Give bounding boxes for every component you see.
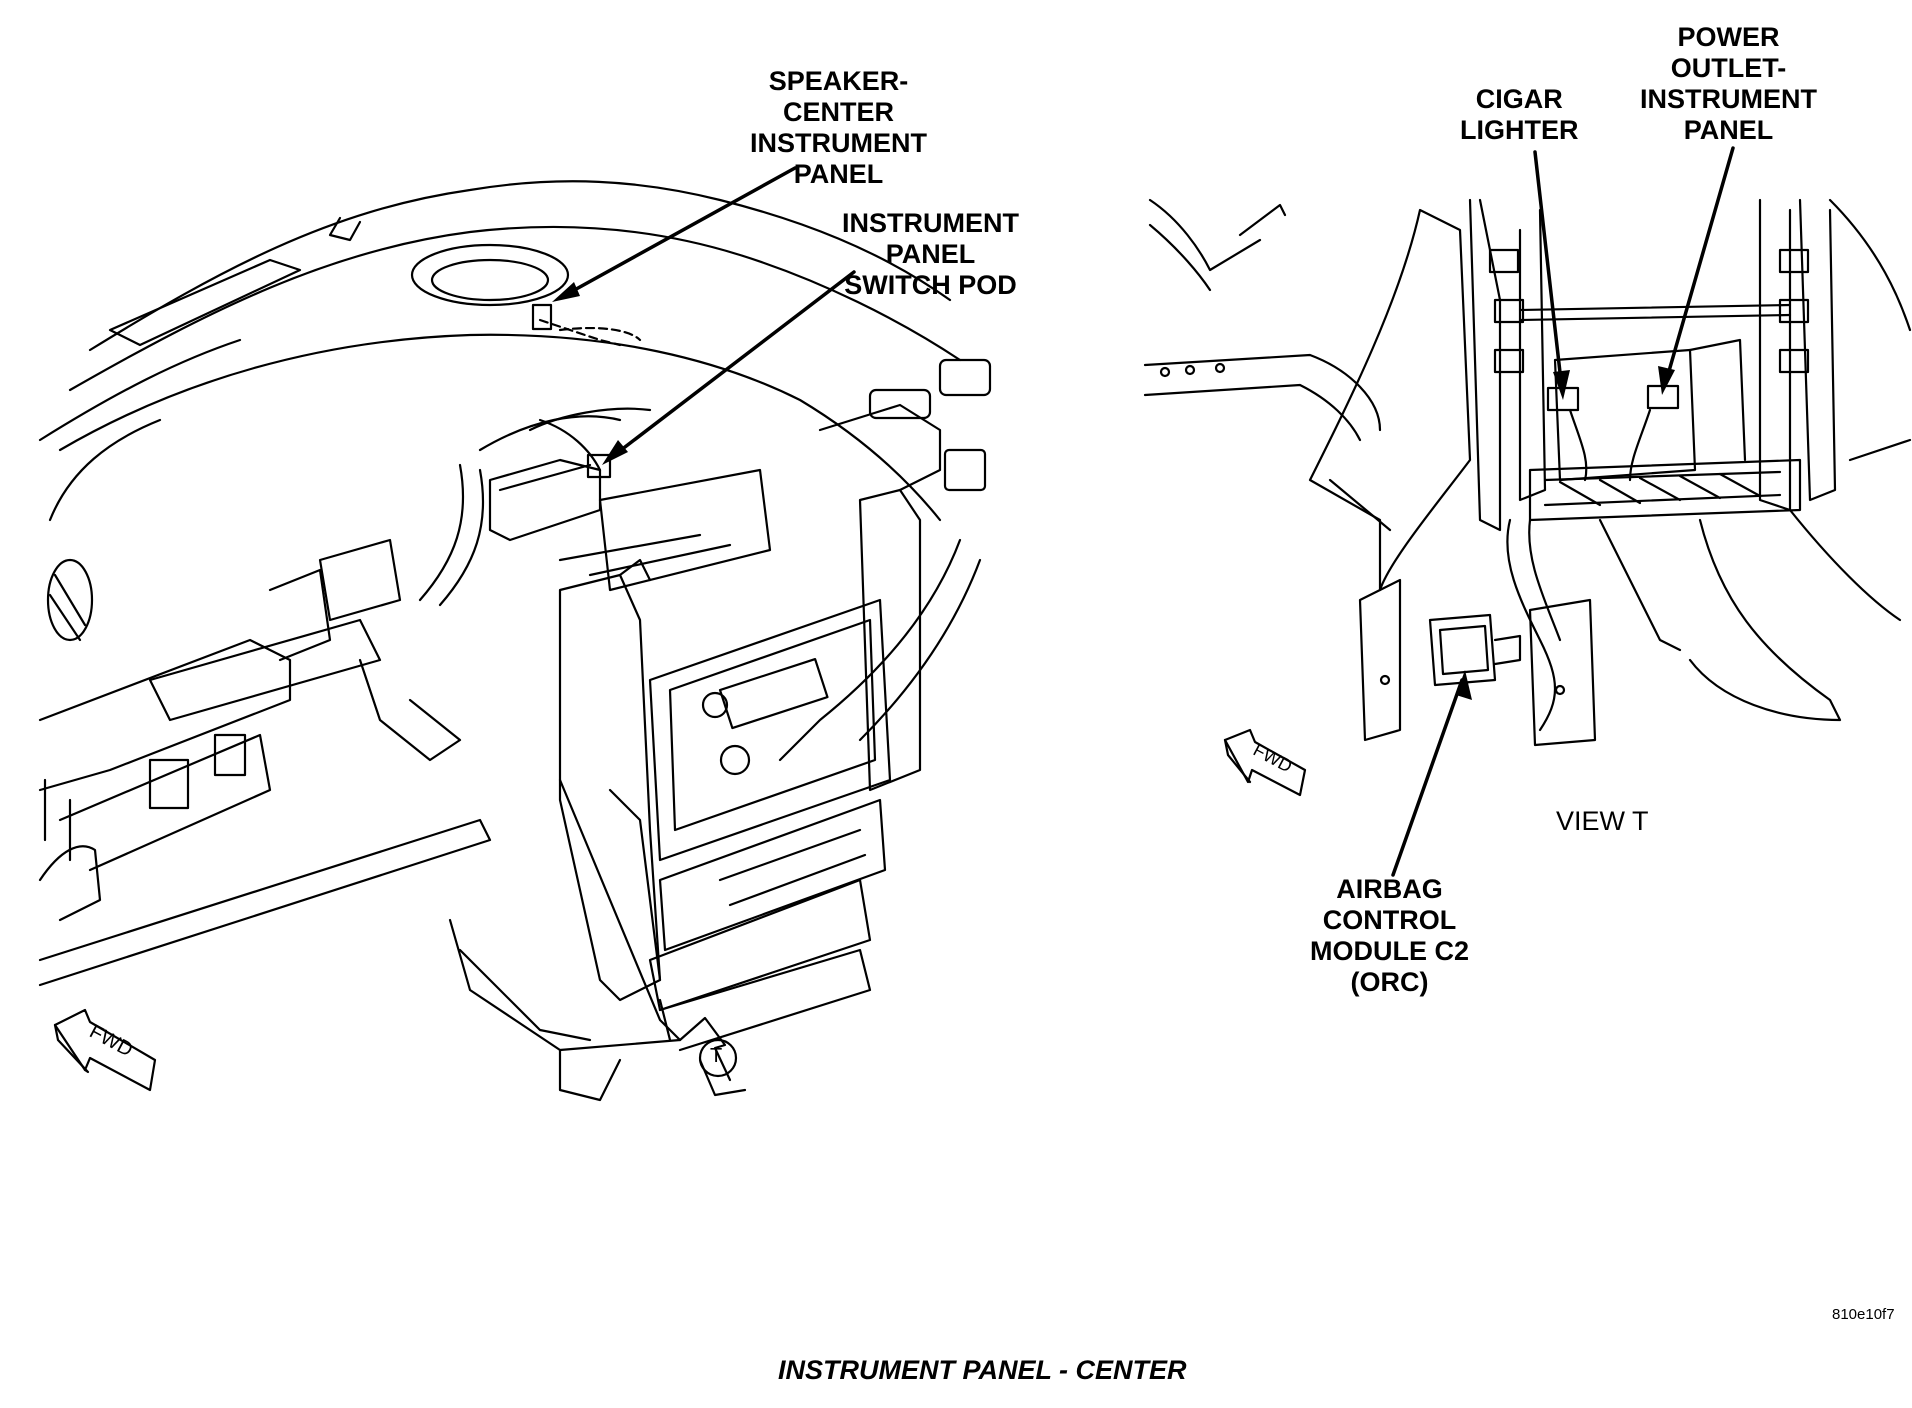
airbag-leader-line <box>1391 678 1464 877</box>
airbag-module-label: AIRBAG CONTROL MODULE C2 (ORC) <box>1310 874 1470 997</box>
leader-lines-left <box>558 166 856 462</box>
view-t-marker: T <box>710 1045 723 1067</box>
arrowheads-right <box>1456 366 1675 700</box>
power-outlet-label: POWER OUTLET- INSTRUMENT PANEL <box>1640 22 1817 145</box>
speaker-leader-line <box>558 166 797 300</box>
view-t-label: VIEW T <box>1556 806 1649 836</box>
figure-caption: INSTRUMENT PANEL - CENTER <box>778 1355 1187 1385</box>
cigar-leader-line <box>1533 150 1564 392</box>
arrowheads-left <box>552 282 628 465</box>
switch-pod-label: INSTRUMENT PANEL SWITCH POD <box>842 208 1019 300</box>
speaker-center-label: SPEAKER- CENTER INSTRUMENT PANEL <box>750 66 927 189</box>
cigar-lighter-label: CIGAR LIGHTER <box>1460 84 1579 145</box>
power-outlet-leader-line <box>1663 146 1735 387</box>
view-t-detail <box>1143 198 1912 797</box>
leader-lines-right <box>1391 146 1735 877</box>
switch-pod-leader-line <box>606 270 856 462</box>
dashboard-main-view <box>38 180 992 1102</box>
figure-id: 810e10f7 <box>1832 1306 1895 1323</box>
